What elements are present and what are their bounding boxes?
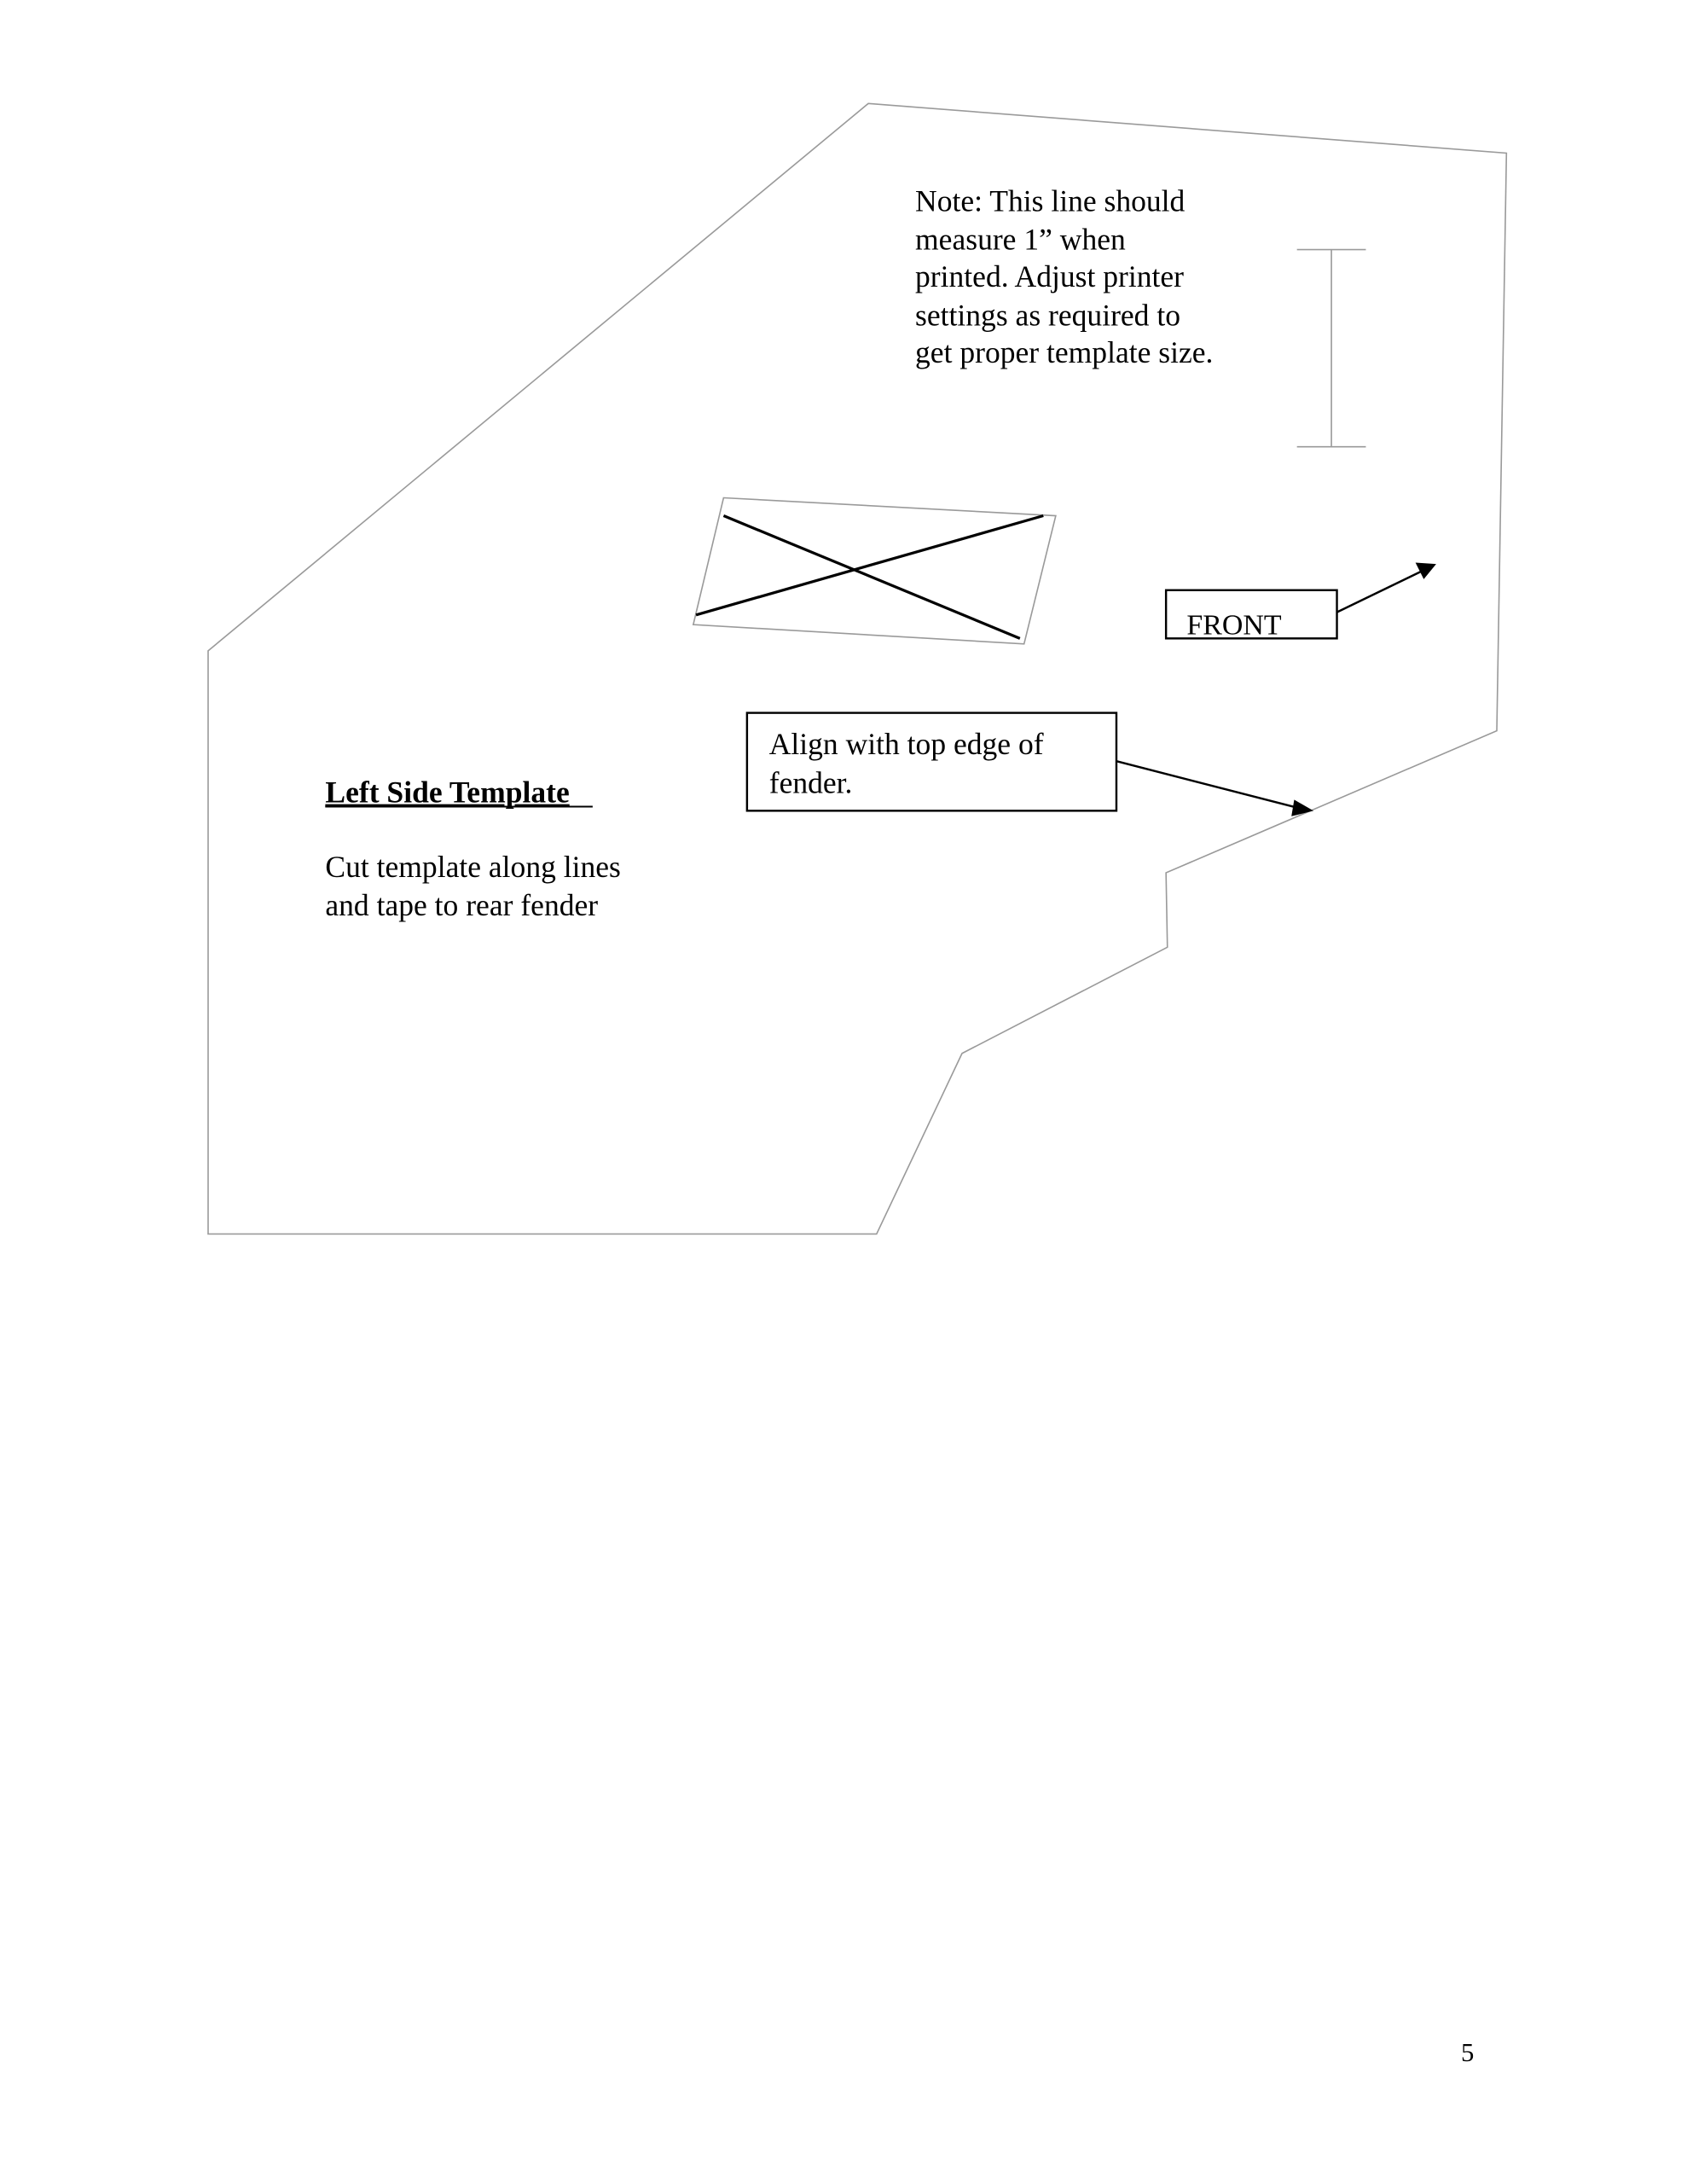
note-line: settings as required to (915, 298, 1180, 332)
note-line: printed. Adjust printer (915, 259, 1184, 293)
template-title: Left Side Template (325, 775, 569, 810)
note-line: Note: This line should (915, 183, 1186, 218)
note-line: get proper template size. (915, 335, 1213, 369)
front-label: FRONT (1186, 609, 1281, 641)
align-label-box: Align with top edge of fender. (745, 712, 1118, 812)
instruction-line: and tape to rear fender (325, 888, 598, 922)
align-line: Align with top edge of (769, 727, 1044, 761)
instruction-line: Cut template along lines (325, 850, 621, 884)
front-arrow-icon (1336, 562, 1436, 613)
cutout-mark-x-box (692, 497, 1057, 645)
note-text: Note: This line should measure 1” when p… (915, 183, 1213, 369)
align-arrow-icon (1116, 759, 1314, 816)
one-inch-measure-line (1296, 248, 1366, 448)
align-line: fender. (769, 765, 853, 799)
template-outline (207, 102, 1508, 1235)
note-line: measure 1” when (915, 223, 1126, 257)
front-label-box: FRONT (1164, 589, 1338, 641)
page-number: 5 (1461, 2038, 1474, 2067)
